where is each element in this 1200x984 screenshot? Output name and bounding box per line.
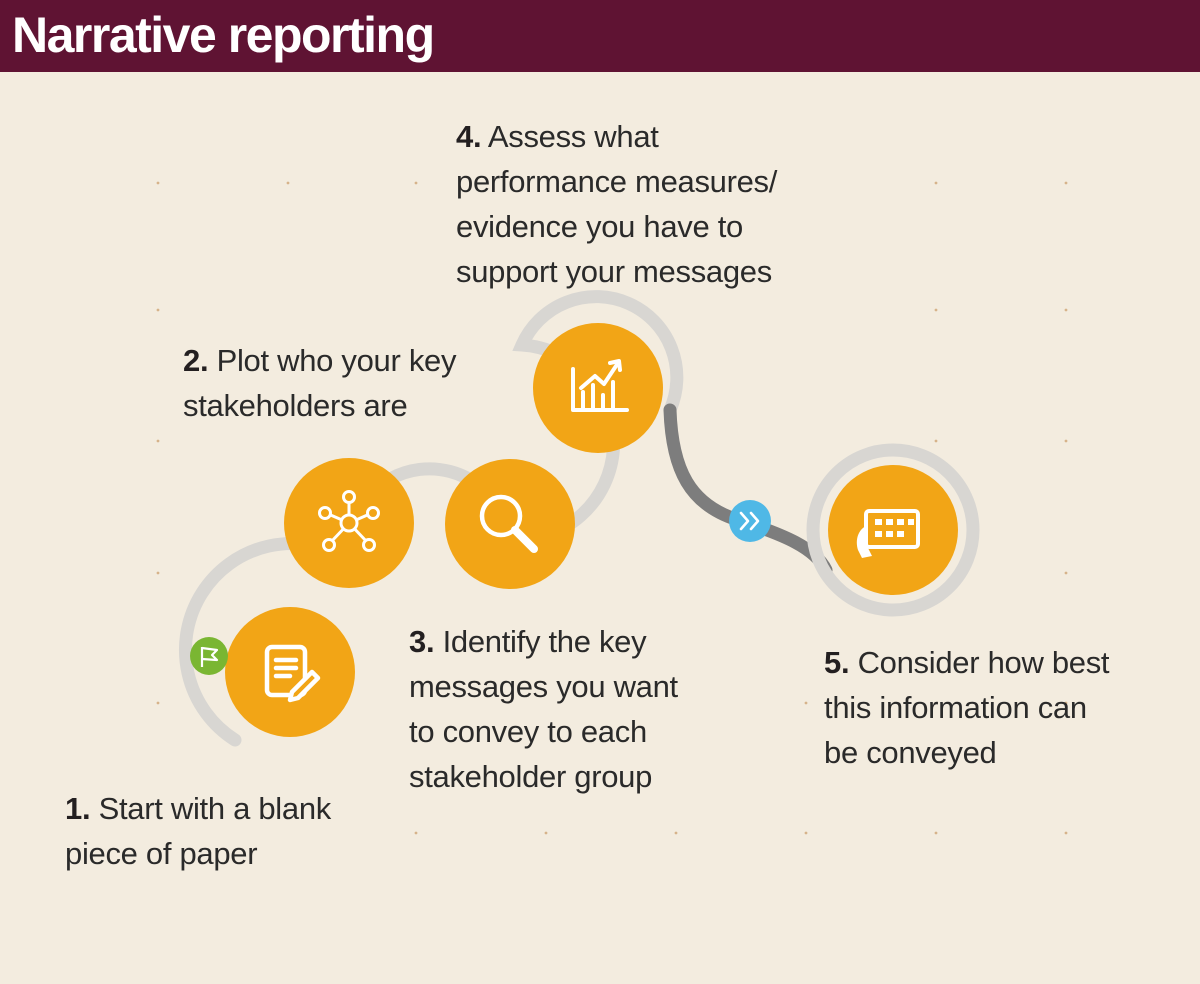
page-title: Narrative reporting [12, 7, 435, 63]
step-1-text: 1. Start with a blank piece of paper [65, 791, 331, 871]
path-ring-5 [806, 443, 980, 617]
background-dots [156, 181, 1068, 835]
tablet-hand-icon [856, 509, 920, 558]
step-4-node [533, 323, 663, 453]
step-2-node [284, 458, 414, 588]
step-2-text: 2. Plot who your key stakeholders are [183, 343, 457, 423]
flag-icon [190, 637, 228, 675]
step-3-node [445, 459, 575, 589]
path-connector [663, 403, 833, 577]
network-people-icon [318, 490, 380, 552]
header-bar: Narrative reporting [0, 0, 1200, 72]
step-3-text: 3. Identify the key messages you want to… [409, 624, 678, 794]
double-chevron-right-icon [729, 500, 771, 542]
magnifier-icon [479, 494, 538, 553]
step-5-node [828, 465, 958, 595]
growth-chart-icon [571, 359, 629, 412]
step-1-node [225, 607, 355, 737]
step-4-text: 4. Assess what performance measures/ evi… [456, 119, 778, 289]
step-5-text: 5. Consider how best this information ca… [824, 645, 1110, 770]
document-pen-icon [264, 644, 321, 703]
